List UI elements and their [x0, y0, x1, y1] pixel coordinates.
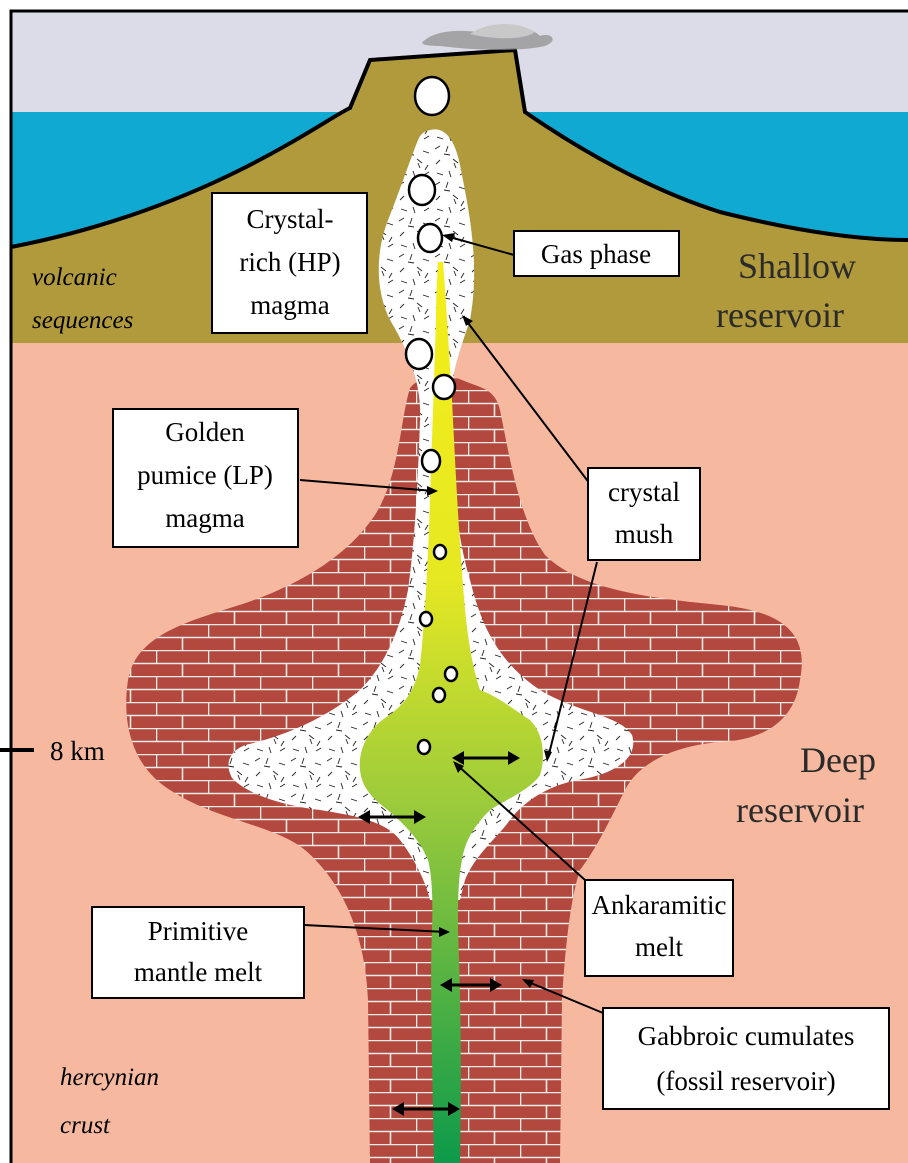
- svg-text:magma: magma: [250, 290, 329, 320]
- gas-phase-label: Gas phase: [514, 231, 679, 276]
- crystal-mush-label: crystal mush: [588, 468, 700, 560]
- gas-bubble: [409, 175, 435, 205]
- deep-reservoir-label-line2: reservoir: [736, 790, 864, 830]
- svg-text:Crystal-: Crystal-: [247, 204, 334, 234]
- svg-text:mush: mush: [615, 519, 674, 549]
- svg-text:Ankaramitic: Ankaramitic: [592, 890, 727, 920]
- ankaramitic-melt-label: Ankaramitic melt: [585, 880, 733, 976]
- volcanic-sequences-label-line2: sequences: [32, 307, 133, 334]
- crystal-rich-label: Crystal- rich (HP) magma: [212, 193, 367, 333]
- primitive-mantle-melt-label: Primitive mantle melt: [92, 907, 304, 998]
- volcanic-sequences-label-line1: volcanic: [32, 264, 117, 291]
- hercynian-crust-label-line1: hercynian: [60, 1064, 159, 1091]
- gas-bubble: [422, 450, 440, 472]
- svg-text:magma: magma: [165, 503, 244, 533]
- gas-bubble: [415, 77, 449, 115]
- gas-bubble: [445, 667, 457, 681]
- svg-text:Golden: Golden: [165, 417, 245, 447]
- gas-bubble: [406, 339, 432, 369]
- shallow-reservoir-label-line2: reservoir: [716, 295, 844, 335]
- golden-pumice-label: Golden pumice (LP) magma: [113, 409, 298, 547]
- hercynian-crust-label-line2: crust: [60, 1112, 111, 1139]
- svg-text:Gabbroic cumulates: Gabbroic cumulates: [638, 1021, 855, 1051]
- gas-bubble: [420, 612, 432, 626]
- svg-text:crystal: crystal: [608, 477, 680, 507]
- deep-reservoir-label-line1: Deep: [800, 740, 876, 780]
- gas-bubble: [434, 545, 446, 559]
- svg-text:mantle melt: mantle melt: [134, 957, 263, 987]
- svg-text:Primitive: Primitive: [148, 916, 249, 946]
- svg-text:(fossil reservoir): (fossil reservoir): [656, 1066, 835, 1096]
- shallow-reservoir-label-line1: Shallow: [738, 246, 856, 286]
- gas-bubble: [418, 224, 442, 252]
- svg-text:rich (HP): rich (HP): [239, 247, 340, 277]
- gas-bubble: [433, 688, 445, 702]
- gabbroic-cumulates-label: Gabbroic cumulates (fossil reservoir): [603, 1008, 889, 1109]
- depth-marker: 8 km: [50, 736, 105, 766]
- gas-bubble: [418, 740, 430, 754]
- svg-text:Gas phase: Gas phase: [541, 239, 651, 269]
- svg-text:pumice (LP): pumice (LP): [137, 460, 273, 490]
- gas-bubble: [433, 375, 455, 399]
- svg-text:melt: melt: [635, 932, 683, 962]
